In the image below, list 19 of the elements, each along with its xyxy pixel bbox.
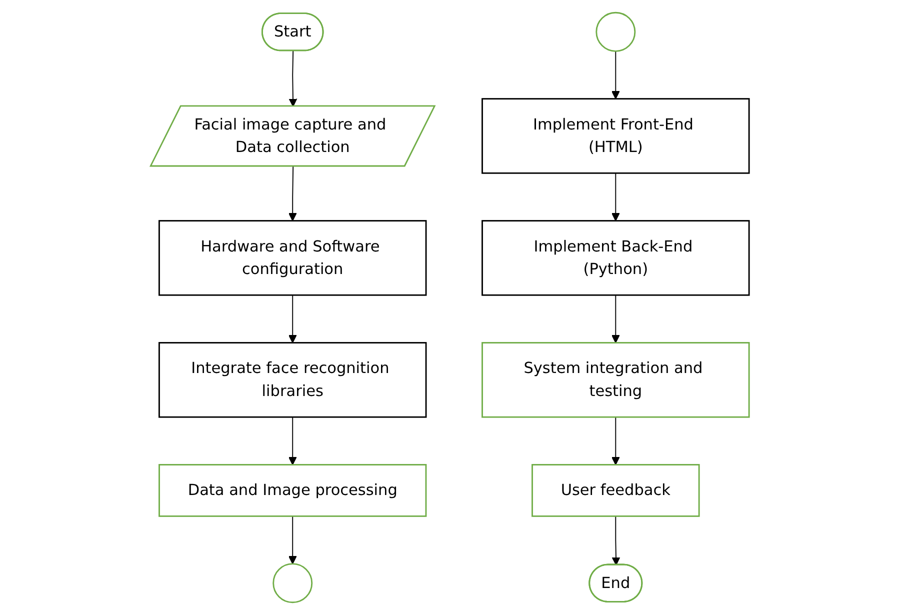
- arrow: [288, 294, 296, 344]
- node-box: System integration and testing: [481, 342, 750, 418]
- node-box: Implement Front-End (HTML): [481, 98, 750, 174]
- node-circle: [272, 563, 312, 604]
- node-box: User feedback: [531, 464, 700, 517]
- arrow: [611, 172, 620, 222]
- node-box: Integrate face recognition libraries: [158, 342, 426, 418]
- arrow: [611, 50, 620, 100]
- arrow: [288, 166, 296, 222]
- arrow: [611, 516, 620, 566]
- arrow: [288, 516, 296, 564]
- node-box: Data and Image processing: [158, 464, 426, 517]
- node-box: Implement Back-End (Python): [481, 220, 750, 296]
- node-box: Hardware and Software configuration: [158, 220, 426, 296]
- node-circle: [595, 12, 636, 52]
- arrow: [288, 416, 296, 466]
- arrow: [611, 416, 620, 466]
- arrow: [288, 50, 297, 107]
- arrow: [611, 294, 620, 344]
